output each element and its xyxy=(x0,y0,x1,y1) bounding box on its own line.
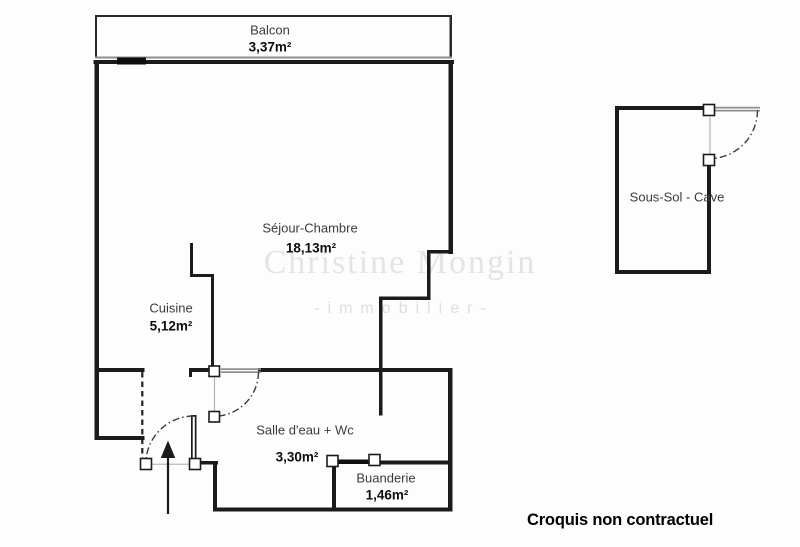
cellar-door xyxy=(702,103,760,167)
kitchen-area: 5,12m² xyxy=(149,318,193,334)
kitchen-divider-wall xyxy=(190,243,214,370)
laundry-label: Buanderie xyxy=(356,470,416,486)
bathroom-door xyxy=(208,365,261,423)
watermark-tagline: -immobilier- xyxy=(314,300,494,317)
disclaimer-text: Croquis non contractuel xyxy=(527,511,714,529)
living-room-label: Séjour-Chambre xyxy=(262,220,358,236)
window-wall xyxy=(93,56,454,65)
laundry-door xyxy=(326,453,381,468)
entrance-arrow xyxy=(160,440,176,514)
cellar-outline xyxy=(615,106,711,274)
kitchen-label: Cuisine xyxy=(149,300,193,316)
balcony-outline xyxy=(95,15,452,58)
balcony-area: 3,37m² xyxy=(248,39,292,55)
laundry-area: 1,46m² xyxy=(365,487,409,503)
entry-door xyxy=(139,415,202,471)
cellar-label: Sous-Sol - Cave xyxy=(629,189,725,205)
laundry-walls xyxy=(332,460,450,511)
bathroom-area: 3,30m² xyxy=(275,449,319,465)
watermark-name: Christine Mongin xyxy=(263,244,537,281)
bathroom-label: Salle d'eau + Wc xyxy=(256,422,354,438)
living-room-area: 18,13m² xyxy=(285,240,337,256)
balcony-label: Balcon xyxy=(250,22,290,38)
entry-closet xyxy=(94,368,145,458)
